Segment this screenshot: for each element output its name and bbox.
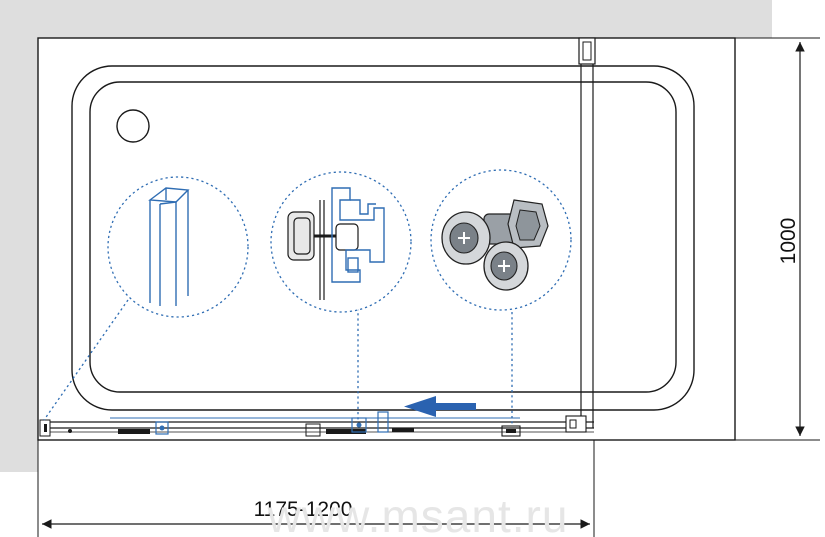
wall-profile	[578, 37, 596, 428]
glass-panel-rail	[39, 411, 594, 437]
roller-wheel-icon	[441, 199, 549, 291]
callout-slider-rail-detail	[270, 171, 412, 313]
width-dimension: 1175-1200	[37, 440, 595, 537]
height-label: 1000	[777, 218, 800, 265]
callout-leaders	[43, 299, 513, 424]
height-dimension: 1000	[735, 37, 820, 441]
callout-roller-wheel-detail	[430, 169, 572, 311]
width-label: 1175-1200	[254, 498, 353, 521]
drain-icon	[116, 109, 150, 143]
slide-direction-arrow	[404, 396, 476, 417]
callout-profile-detail	[107, 176, 249, 318]
bathtub-outer	[37, 37, 736, 441]
bathtub-basin	[89, 81, 677, 393]
watermark: www.msant.ru	[267, 490, 569, 537]
bathtub-rim	[71, 65, 695, 411]
